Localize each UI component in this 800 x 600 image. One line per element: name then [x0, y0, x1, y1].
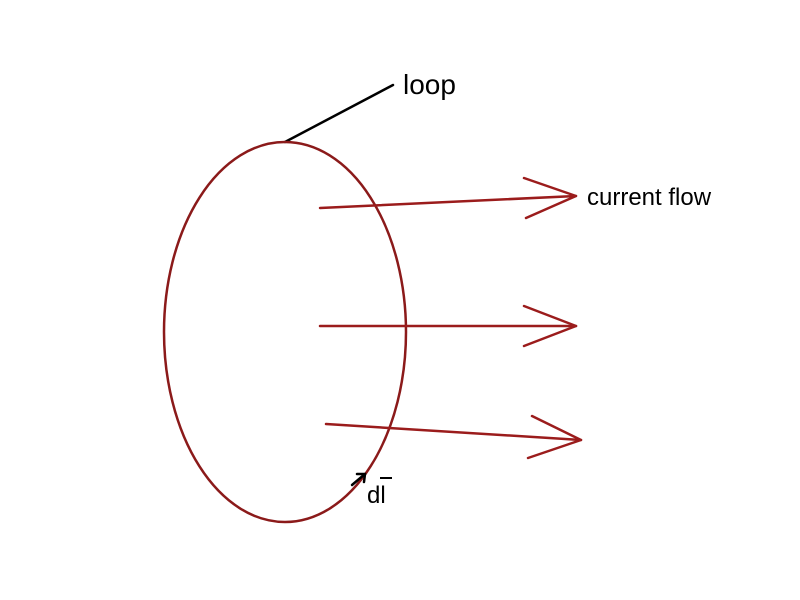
- loop-ellipse: [162, 140, 408, 524]
- dl-direction-arrow: [350, 472, 367, 487]
- current-arrow-middle: [318, 304, 578, 348]
- current-flow-label: current flow: [587, 184, 712, 211]
- current-arrow-top: [318, 176, 578, 220]
- dl-label: dl: [367, 482, 386, 509]
- loop-pointer-line: [283, 83, 395, 144]
- current-arrow-bottom: [324, 414, 583, 460]
- loop-label: loop: [403, 69, 456, 100]
